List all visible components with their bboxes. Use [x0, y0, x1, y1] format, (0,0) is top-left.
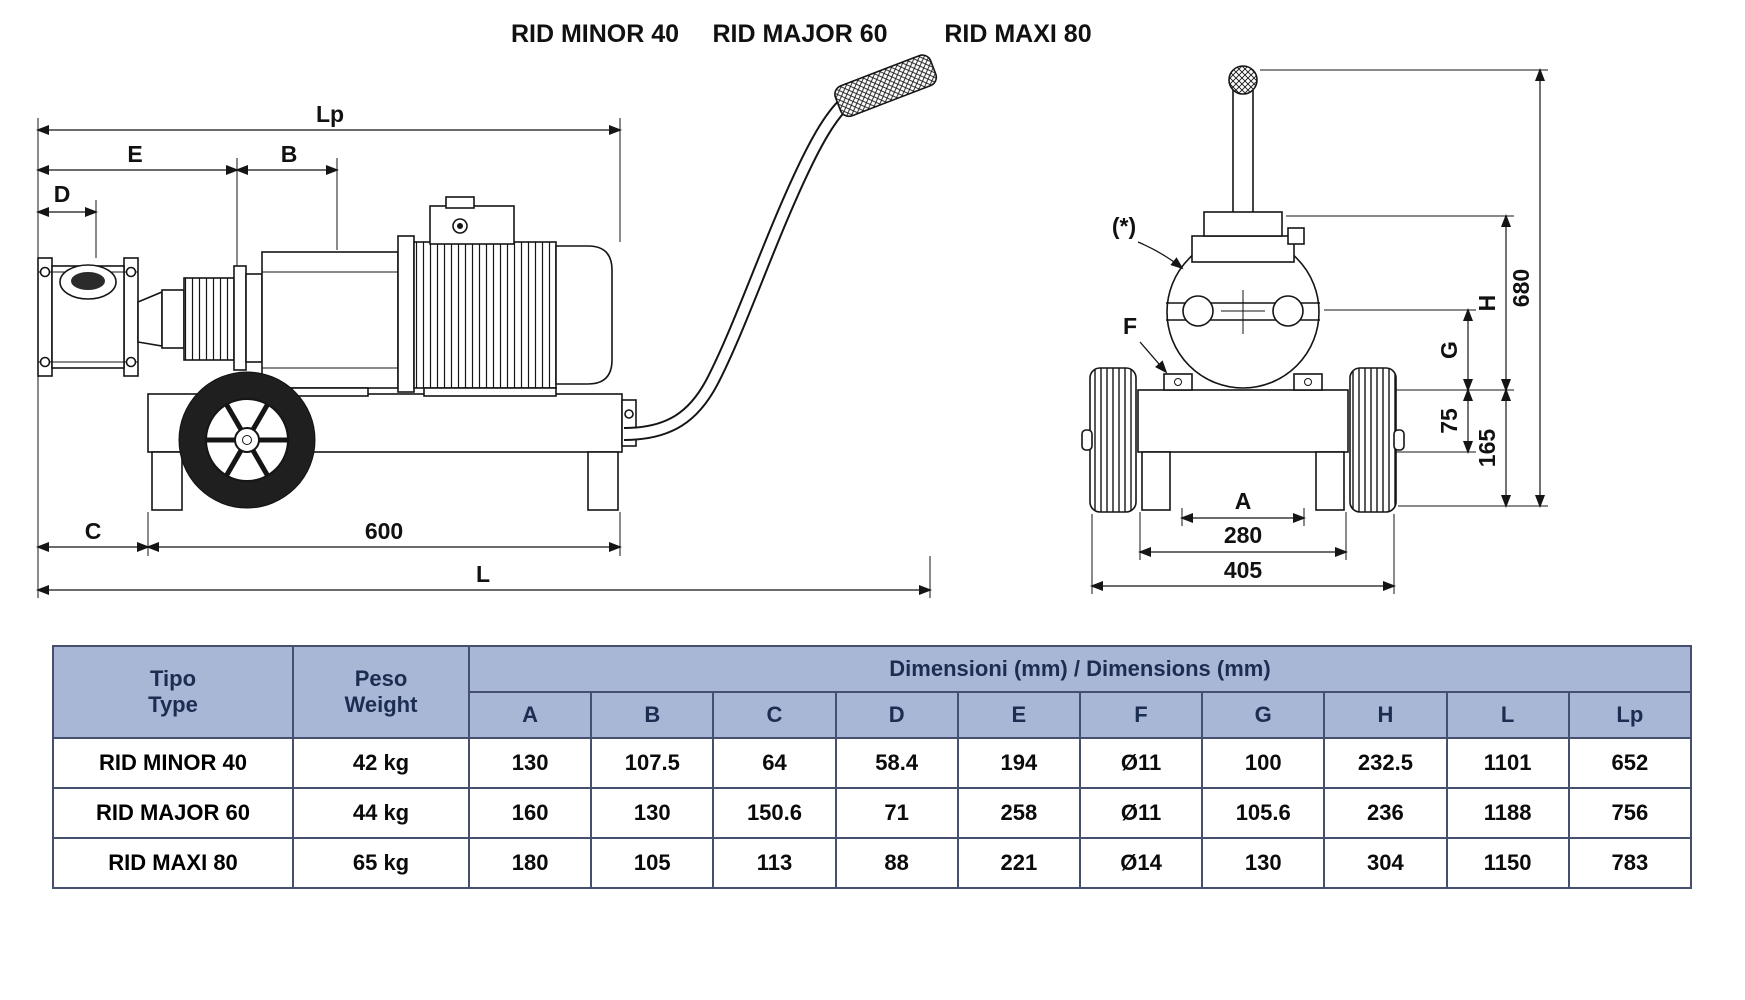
value-cell: 105 — [590, 837, 715, 889]
dim-label-g: G — [1436, 341, 1462, 359]
value-cell: 783 — [1567, 837, 1693, 889]
value-cell: 1150 — [1445, 837, 1570, 889]
table-row-rid-minor-40: RID MINOR 40 42 kg 130 107.5 64 58.4 194… — [52, 737, 1693, 789]
handle-grip — [834, 54, 938, 118]
value-cell: 1188 — [1445, 787, 1570, 839]
value-cell: 194 — [956, 737, 1081, 789]
col-header-weight-en: Weight — [344, 692, 418, 717]
value-cell: 100 — [1201, 737, 1326, 789]
row-type: RID MAJOR 60 — [52, 787, 294, 839]
col-header-h: H — [1323, 691, 1448, 739]
handle-grip-end — [1228, 65, 1258, 95]
value-cell: 130 — [467, 737, 593, 789]
wheel-front-left — [1089, 367, 1137, 513]
value-cell: 236 — [1323, 787, 1448, 839]
value-cell: 58.4 — [834, 737, 959, 789]
dim-label-405: 405 — [1224, 557, 1263, 583]
dim-label-b: B — [281, 141, 298, 167]
value-cell: 71 — [834, 787, 959, 839]
dimensions-table: Tipo Type Peso Weight Dimensioni (mm) / … — [52, 645, 1693, 889]
value-cell: 1101 — [1445, 737, 1570, 789]
value-cell: 304 — [1323, 837, 1448, 889]
dim-label-d: D — [54, 181, 71, 207]
front-view-drawing: (*) F 680 H G 75 165 A 280 405 — [1081, 65, 1548, 594]
col-header-c: C — [712, 691, 837, 739]
value-cell: 756 — [1567, 787, 1693, 839]
col-header-a: A — [467, 691, 593, 739]
note-star-label: (*) — [1112, 213, 1136, 239]
dim-label-680: 680 — [1508, 269, 1534, 307]
dim-label-165: 165 — [1474, 429, 1500, 468]
value-cell: Ø14 — [1078, 837, 1204, 889]
value-cell: 232.5 — [1323, 737, 1448, 789]
dim-label-280: 280 — [1224, 522, 1262, 548]
value-cell: 150.6 — [712, 787, 837, 839]
wheel-side — [178, 371, 316, 509]
value-cell: 258 — [956, 787, 1081, 839]
table-row-rid-maxi-80: RID MAXI 80 65 kg 180 105 113 88 221 Ø14… — [52, 837, 1693, 889]
title-rid-maxi-80: RID MAXI 80 — [944, 20, 1091, 48]
dim-label-lp: Lp — [316, 101, 344, 127]
value-cell: 64 — [712, 737, 837, 789]
value-cell: 652 — [1567, 737, 1693, 789]
value-cell: 221 — [956, 837, 1081, 889]
title-rid-major-60: RID MAJOR 60 — [712, 20, 887, 48]
title-rid-minor-40: RID MINOR 40 — [511, 20, 679, 48]
col-header-weight: Peso Weight — [292, 645, 470, 739]
col-header-e: E — [956, 691, 1081, 739]
value-cell: 107.5 — [590, 737, 715, 789]
row-type: RID MINOR 40 — [52, 737, 294, 789]
dim-label-75: 75 — [1436, 408, 1462, 434]
value-cell: 130 — [590, 787, 715, 839]
side-view-drawing: Lp E B D C 600 L — [36, 54, 938, 598]
value-cell: 160 — [467, 787, 593, 839]
motor-body — [413, 241, 557, 389]
dim-label-c: C — [85, 518, 102, 544]
value-cell: 180 — [467, 837, 593, 889]
value-cell: 88 — [834, 837, 959, 889]
value-cell: Ø11 — [1078, 737, 1204, 789]
col-header-lp: Lp — [1567, 691, 1693, 739]
dim-label-a: A — [1235, 488, 1252, 514]
dim-label-e: E — [127, 141, 142, 167]
col-header-weight-it: Peso — [354, 666, 408, 691]
dim-label-600: 600 — [365, 518, 403, 544]
row-weight: 44 kg — [292, 787, 470, 839]
value-cell: 113 — [712, 837, 837, 889]
col-header-l: L — [1445, 691, 1570, 739]
technical-drawing: RID MINOR 40 RID MAJOR 60 RID MAXI 80 — [36, 20, 1548, 598]
value-cell: 130 — [1201, 837, 1326, 889]
wheel-front-right — [1349, 367, 1397, 513]
dim-label-h: H — [1474, 295, 1500, 312]
col-header-d: D — [834, 691, 959, 739]
value-cell: Ø11 — [1078, 787, 1204, 839]
col-header-b: B — [590, 691, 715, 739]
dim-label-l: L — [476, 561, 490, 587]
dimensions-header: Dimensioni (mm) / Dimensions (mm) — [468, 645, 1692, 693]
table-row-rid-major-60: RID MAJOR 60 44 kg 160 130 150.6 71 258 … — [52, 787, 1693, 839]
col-header-type: Tipo Type — [52, 645, 294, 739]
col-header-f: F — [1078, 691, 1204, 739]
col-header-g: G — [1201, 691, 1326, 739]
dim-label-f: F — [1123, 313, 1137, 339]
col-header-type-en: Type — [148, 692, 198, 717]
col-header-type-it: Tipo — [149, 666, 197, 691]
row-type: RID MAXI 80 — [52, 837, 294, 889]
row-weight: 65 kg — [292, 837, 470, 889]
row-weight: 42 kg — [292, 737, 470, 789]
value-cell: 105.6 — [1201, 787, 1326, 839]
terminal-box — [429, 205, 515, 245]
